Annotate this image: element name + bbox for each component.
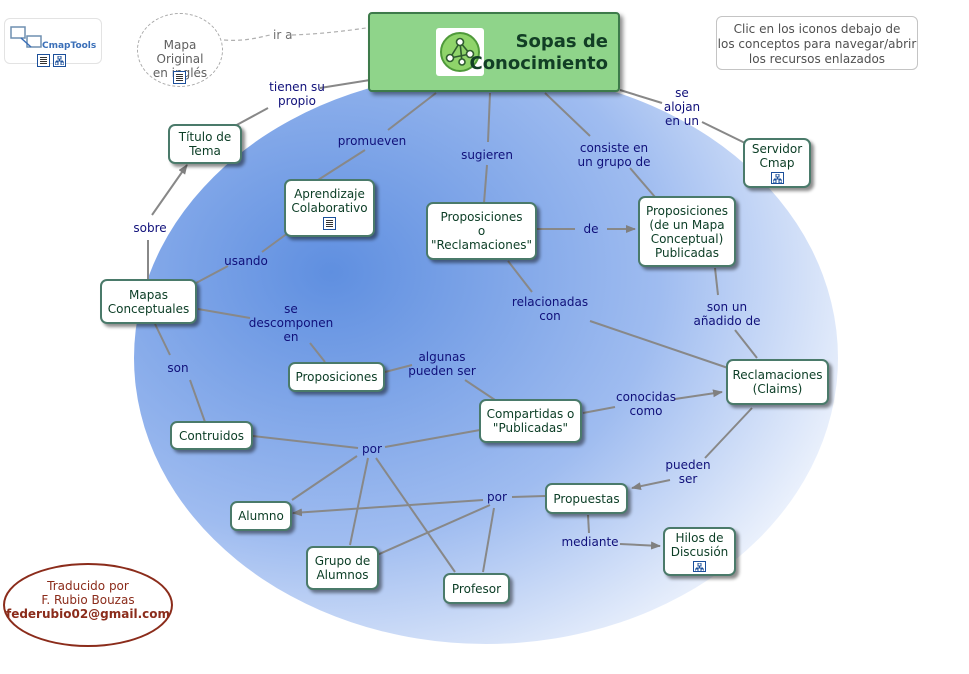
concept-label: Servidor Cmap	[751, 142, 803, 170]
concept-label: Alumno	[238, 509, 284, 523]
main-title-concept[interactable]: Sopas de Conocimiento	[368, 12, 620, 92]
link-pueden-ser: pueden ser	[665, 458, 711, 486]
concept-label: Título de Tema	[178, 130, 232, 158]
map-title: Sopas de Conocimiento	[469, 31, 608, 74]
link-por-propuestas: por	[487, 490, 507, 504]
link-usando: usando	[224, 254, 268, 268]
cmaptools-badge: CmapTools	[4, 18, 102, 67]
concept-proposiciones-publicadas[interactable]: Proposiciones (de un Mapa Conceptual) Pu…	[638, 196, 736, 267]
concept-label: Grupo de Alumnos	[314, 554, 371, 582]
link-promueven: promueven	[337, 134, 407, 148]
link-se-alojan: se alojan en un	[663, 86, 701, 128]
concept-hilos-de-discusion[interactable]: Hilos de Discusión	[663, 527, 736, 576]
concept-titulo-de-tema[interactable]: Título de Tema	[168, 124, 242, 164]
concept-compartidas-publicadas[interactable]: Compartidas o "Publicadas"	[479, 399, 582, 443]
link-sugieren: sugieren	[461, 148, 513, 162]
go-to-original-link	[223, 27, 367, 41]
concept-proposiciones-o-reclamaciones[interactable]: Proposiciones o "Reclamaciones"	[426, 202, 537, 260]
link-tienen-su-propio: tienen su propio	[269, 80, 325, 108]
concept-label: Aprendizaje Colaborativo	[291, 186, 368, 215]
knowledge-soup-logo-icon	[436, 28, 484, 76]
link-relacionadas-con: relacionadas con	[511, 295, 589, 323]
link-conocidas-como: conocidas como	[615, 390, 677, 418]
concept-label: Propuestas	[553, 491, 620, 506]
concept-label: Contruidos	[178, 428, 245, 443]
concept-label: Compartidas o "Publicadas"	[486, 407, 575, 435]
concept-label: Proposiciones o "Reclamaciones"	[430, 210, 533, 252]
translator-name: F. Rubio Bouzas	[41, 593, 135, 607]
concept-map-icon[interactable]	[693, 561, 706, 572]
concept-label: Reclamaciones (Claims)	[732, 368, 823, 396]
concept-map-icon[interactable]	[770, 172, 784, 184]
link-mediante: mediante	[561, 535, 619, 549]
document-icon[interactable]	[323, 216, 336, 230]
cmaptools-logo-text: CmapTools	[42, 41, 97, 51]
concept-aprendizaje-colaborativo[interactable]: Aprendizaje Colaborativo	[284, 179, 375, 237]
concept-label: Hilos de Discusión	[670, 531, 729, 559]
link-se-descomponen-en: se descomponen en	[248, 302, 334, 344]
concept-proposiciones[interactable]: Proposiciones	[288, 362, 385, 392]
link-son: son	[167, 361, 189, 375]
link-son-un-anadido-de: son un añadido de	[693, 300, 761, 328]
link-algunas-pueden-ser: algunas pueden ser	[408, 350, 476, 378]
link-por: por	[362, 442, 382, 456]
original-map-link[interactable]: Mapa Original en inglés	[137, 13, 223, 87]
concept-reclamaciones[interactable]: Reclamaciones (Claims)	[726, 359, 829, 405]
cmaptools-logo-icon	[10, 26, 42, 48]
translator-credit: Traducido por F. Rubio Bouzas federubio0…	[3, 563, 173, 647]
concept-propuestas[interactable]: Propuestas	[545, 483, 628, 514]
translator-line: Traducido por	[47, 579, 129, 593]
link-de: de	[583, 222, 599, 236]
concept-label: Proposiciones	[295, 370, 378, 384]
concept-contruidos[interactable]: Contruidos	[170, 421, 253, 450]
link-consiste-en: consiste en un grupo de	[577, 141, 651, 169]
concept-label: Mapas Conceptuales	[107, 287, 190, 316]
document-icon[interactable]	[173, 71, 186, 84]
concept-grupo-de-alumnos[interactable]: Grupo de Alumnos	[306, 546, 379, 590]
concept-alumno[interactable]: Alumno	[230, 501, 292, 531]
translator-email[interactable]: federubio02@gmail.com	[5, 607, 171, 621]
concept-servidor-cmap[interactable]: Servidor Cmap	[743, 138, 811, 188]
concept-label: Profesor	[451, 581, 502, 596]
concept-label: Proposiciones (de un Mapa Conceptual) Pu…	[645, 203, 729, 260]
concept-mapas-conceptuales[interactable]: Mapas Conceptuales	[100, 279, 197, 324]
link-sobre: sobre	[133, 221, 167, 235]
concept-map-icon[interactable]	[53, 54, 66, 67]
document-icon[interactable]	[37, 54, 50, 67]
go-to-label: ir a	[273, 28, 293, 42]
concept-profesor[interactable]: Profesor	[443, 573, 510, 604]
instruction-note: Clic en los iconos debajo de los concept…	[716, 16, 918, 70]
